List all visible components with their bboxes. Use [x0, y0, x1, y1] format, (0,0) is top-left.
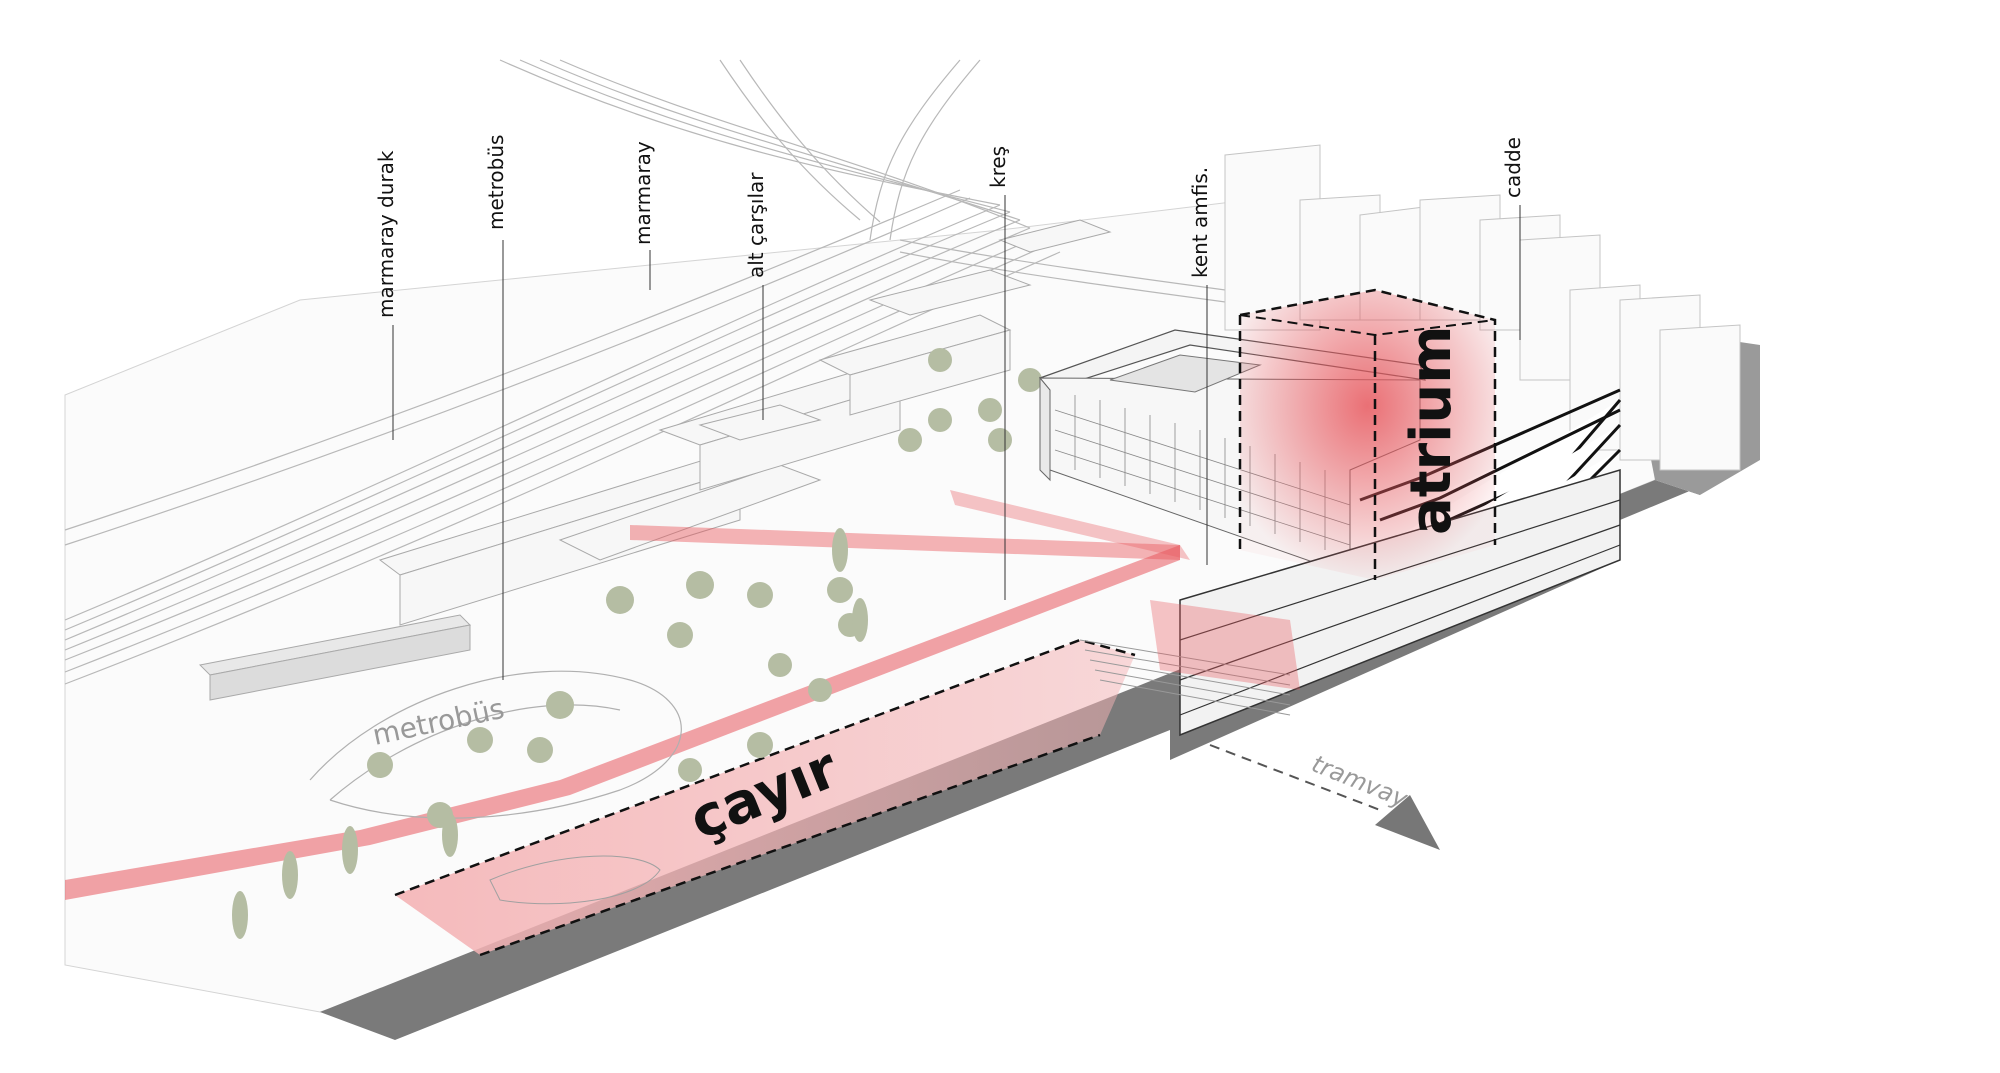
label-kres: kreş — [986, 146, 1010, 188]
tramvay-arrow — [1209, 744, 1440, 850]
label-tramvay: tramvay — [1308, 750, 1412, 814]
label-marmaray-durak: marmaray durak — [374, 150, 398, 318]
cayir-zone — [394, 638, 1136, 957]
atrium-volume — [1238, 288, 1497, 580]
city-blocks — [1224, 144, 1741, 471]
leader-lines — [392, 195, 1521, 680]
station-blocks — [198, 219, 1112, 701]
label-atrium: atrium — [1399, 325, 1464, 535]
circulation-routes — [65, 490, 1190, 900]
label-alt-carsilar: alt çarşılar — [744, 172, 768, 278]
label-marmaray: marmaray — [631, 141, 655, 245]
main-building — [1038, 288, 1622, 737]
label-kent-amfis: kent amfis. — [1188, 167, 1212, 278]
amphitheater — [1079, 639, 1291, 716]
label-metrobus-top: metrobüs — [484, 135, 508, 230]
bus-loop — [309, 670, 682, 819]
label-cadde: cadde — [1501, 137, 1525, 198]
vertical-labels: marmaray durak metrobüs marmaray alt çar… — [374, 135, 1525, 318]
